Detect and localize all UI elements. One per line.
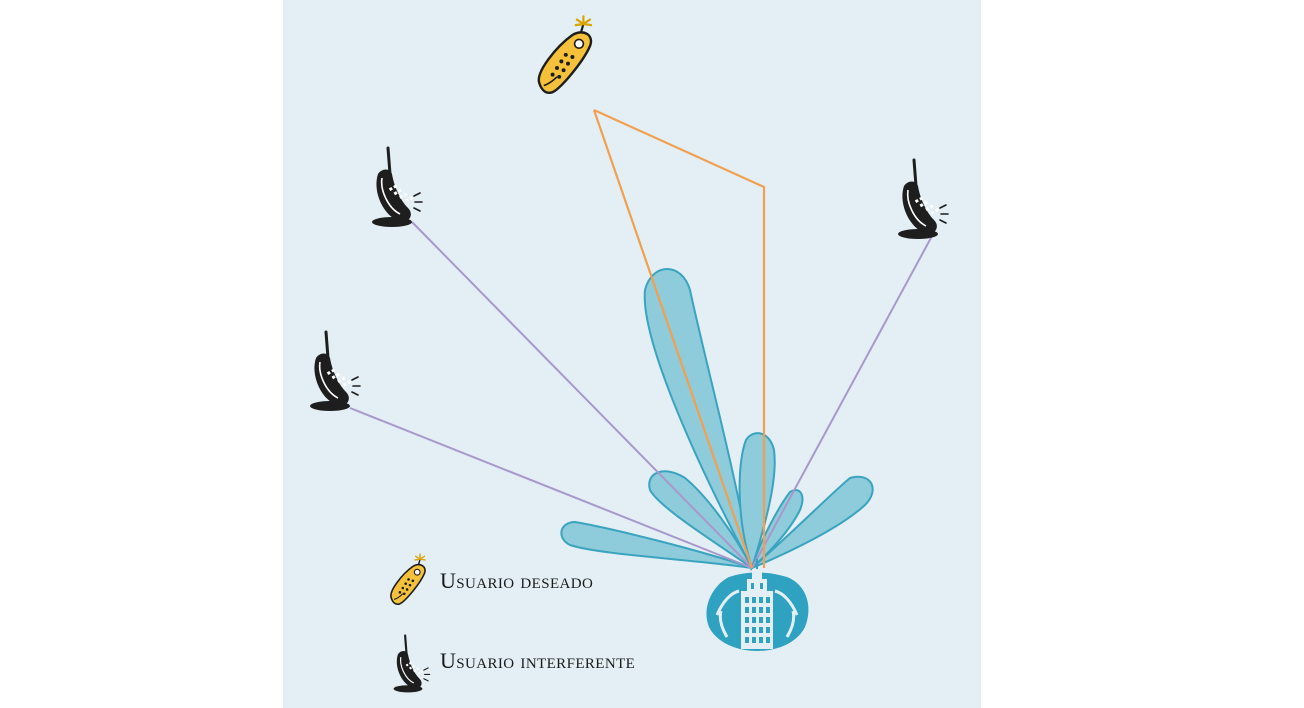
- desired-direct-link: [592, 109, 754, 569]
- desired-user-phone: [537, 15, 593, 94]
- interferer-links: [349, 221, 933, 569]
- yellow-cellphone-icon: [390, 553, 426, 606]
- black-cellphone-icon: [392, 634, 431, 694]
- interferer-user-phone: [370, 146, 424, 229]
- interferer-link: [751, 235, 933, 569]
- black-cellphone-icon: [308, 330, 362, 413]
- legend-interferer-label: Usuario interferente: [440, 648, 636, 673]
- legend-desired-icon: [390, 553, 426, 606]
- interferer-user-phone: [308, 330, 362, 413]
- black-cellphone-icon: [896, 158, 950, 241]
- desired-links: [592, 108, 766, 569]
- radiation-pattern: [560, 268, 874, 572]
- yellow-cellphone-icon: [537, 15, 593, 94]
- side-lobe: [751, 475, 874, 569]
- black-cellphone-icon: [370, 146, 424, 229]
- desired-reflected-link: [593, 108, 766, 568]
- side-lobe: [738, 432, 776, 572]
- base-station-building-icon: [706, 559, 809, 651]
- side-lobe: [560, 520, 753, 569]
- interferer-user-phone: [896, 158, 950, 241]
- interferer-link: [349, 407, 753, 569]
- legend-interferer-icon: [392, 634, 431, 694]
- legend-desired-label: Usuario deseado: [440, 568, 594, 593]
- interferer-link: [411, 221, 753, 569]
- side-lobe: [648, 470, 753, 569]
